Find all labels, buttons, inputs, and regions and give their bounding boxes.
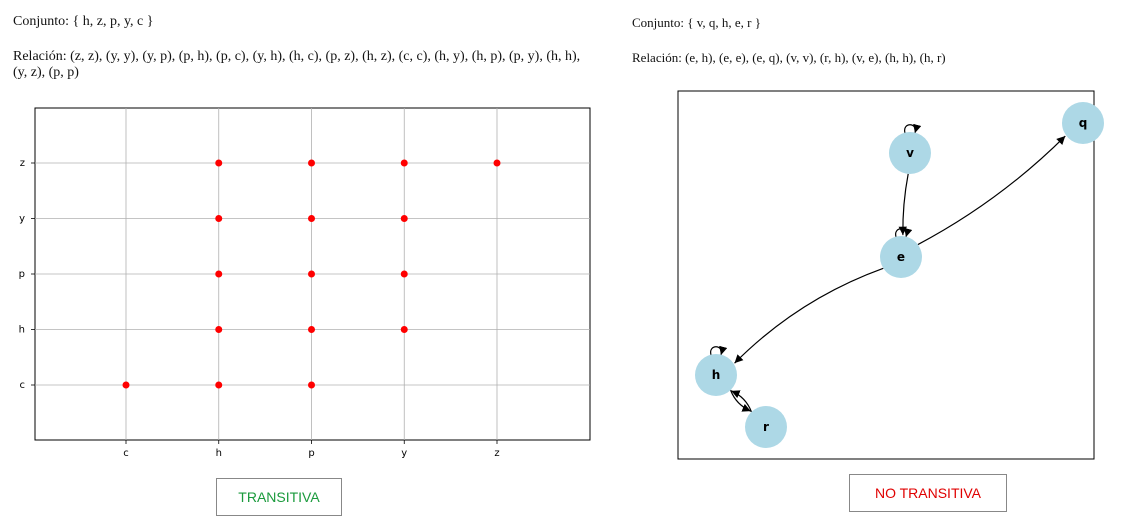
- graph-node-label: q: [1079, 116, 1088, 130]
- graph-node-label: e: [897, 250, 905, 264]
- self-loop-edge: [710, 345, 728, 356]
- y-tick-label: z: [20, 158, 25, 169]
- data-point: [308, 159, 315, 167]
- graph-node-label: h: [712, 368, 721, 382]
- self-loop-edge: [904, 123, 922, 134]
- data-point: [400, 215, 408, 222]
- x-tick-label: h: [216, 448, 222, 459]
- graph-edge: [729, 389, 751, 412]
- x-tick-label: p: [308, 448, 314, 459]
- relation-graph: v q e h r: [677, 90, 1104, 460]
- right-set-text: Conjunto: { v, q, h, e, r }: [632, 15, 761, 30]
- x-tick-label: c: [123, 448, 129, 459]
- x-tick-label: y: [401, 448, 407, 459]
- data-point: [308, 381, 315, 389]
- graph-edge: [734, 267, 884, 364]
- data-point: [308, 326, 315, 333]
- graph-node: [695, 354, 737, 396]
- right-verdict-badge: NO TRANSITIVA: [849, 474, 1007, 512]
- y-tick-label: y: [19, 214, 25, 225]
- y-tick-label: h: [19, 325, 25, 336]
- data-point: [400, 326, 408, 333]
- data-point: [215, 270, 223, 278]
- graph-edge: [731, 390, 753, 413]
- data-point: [308, 215, 315, 222]
- graph-node-label: r: [763, 420, 769, 434]
- data-point: [122, 381, 130, 389]
- left-set-text: Conjunto: { h, z, p, y, c }: [13, 14, 154, 29]
- graph-frame: [677, 90, 1095, 460]
- graph-nodes: v q e h r: [695, 102, 1104, 448]
- x-tick-label: z: [494, 448, 499, 459]
- graph-node: [1062, 102, 1104, 144]
- graph-node-label: v: [906, 146, 914, 160]
- relation-matrix-chart: c h p y z c h p y z: [19, 107, 591, 459]
- y-tick-label: c: [20, 380, 26, 391]
- graph-edge: [917, 135, 1066, 246]
- left-relation-text: Relación: (z, z), (y, y), (y, p), (p, h)…: [13, 49, 581, 80]
- data-point: [493, 159, 501, 167]
- data-point: [215, 215, 223, 222]
- data-point: [400, 159, 408, 167]
- right-relation-text: Relación: (e, h), (e, e), (e, q), (v, v)…: [632, 50, 946, 65]
- data-point: [215, 381, 223, 389]
- data-point: [215, 326, 223, 333]
- data-point: [400, 270, 408, 278]
- graph-node: [745, 406, 787, 448]
- graph-edges: [710, 123, 1066, 413]
- graph-node: [880, 236, 922, 278]
- left-verdict-badge: TRANSITIVA: [216, 478, 342, 516]
- graph-node: [889, 132, 931, 174]
- graph-edge: [898, 173, 909, 236]
- data-point: [308, 270, 315, 278]
- y-tick-label: p: [19, 269, 25, 280]
- self-loop-edge: [895, 227, 913, 238]
- data-point: [215, 159, 223, 167]
